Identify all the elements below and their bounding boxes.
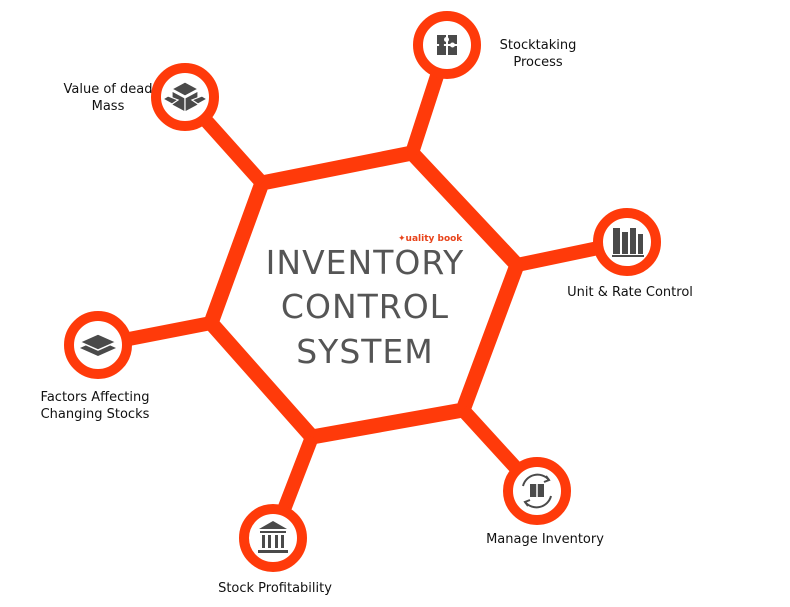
box-cycle-icon (522, 473, 552, 509)
node-manage-inventory (503, 457, 571, 525)
node-dead-mass (151, 63, 219, 131)
title-line-3: SYSTEM (296, 332, 434, 371)
label-unit-rate: Unit & Rate Control (567, 285, 693, 300)
title-line-2: CONTROL (280, 287, 450, 326)
brand-text: uality book (405, 234, 463, 244)
node-stocktaking (413, 11, 481, 79)
boxes-icon (161, 81, 209, 114)
binders-icon (612, 228, 644, 257)
layers-icon (78, 333, 118, 356)
brand-mark-icon: ✦ (398, 234, 406, 244)
label-stocktaking: Stocktaking Process (499, 38, 577, 70)
node-factors (64, 311, 132, 379)
node-unit-rate (593, 208, 661, 276)
puzzle-icon (437, 35, 457, 55)
label-manage-inventory: Manage Inventory (486, 532, 604, 547)
bank-icon (258, 521, 288, 553)
brand-logo: ✦uality book (398, 234, 462, 244)
label-factors: Factors Affecting Changing Stocks (40, 390, 150, 422)
label-stock-profitability: Stock Profitability (218, 581, 332, 596)
node-stock-profitability (239, 504, 307, 572)
label-dead-mass: Value of dead Mass (63, 82, 153, 114)
title-line-1: INVENTORY (265, 243, 465, 282)
